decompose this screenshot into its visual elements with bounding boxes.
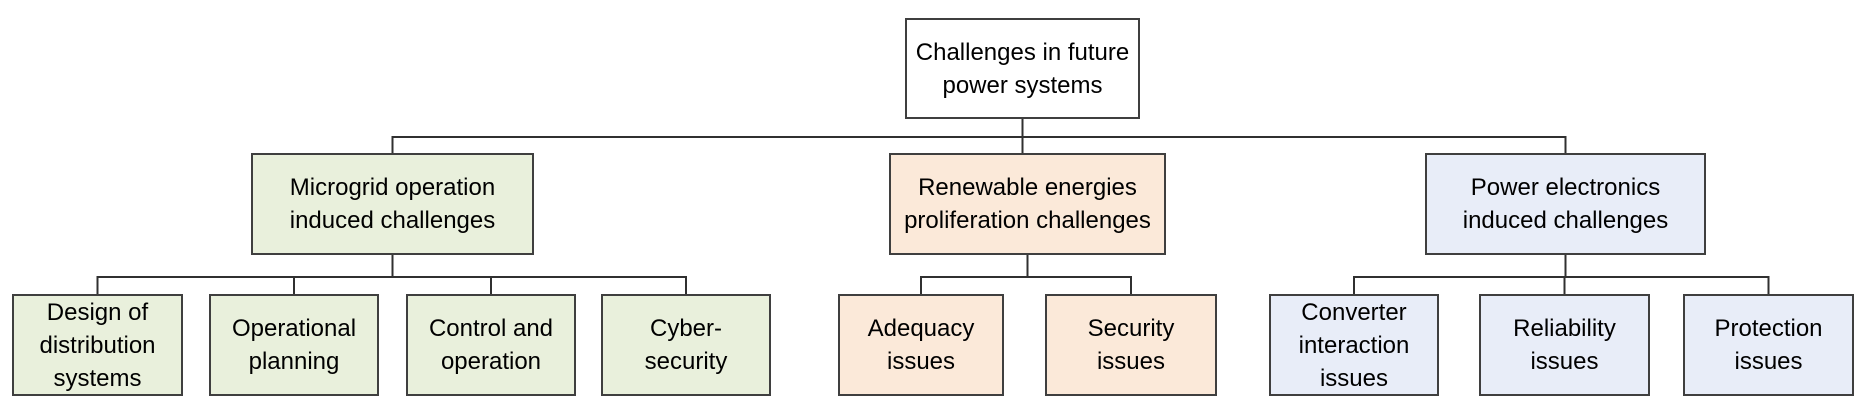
node-label: Converter interaction issues <box>1298 298 1410 392</box>
node-label: Adequacy issues <box>867 315 975 375</box>
node-root-challenges: Challenges in future power systems <box>905 18 1140 119</box>
node-microgrid-challenges: Microgrid operation induced challenges <box>251 153 534 255</box>
node-converter-interaction-issues: Converter interaction issues <box>1269 294 1439 396</box>
node-cyber-security: Cyber- security <box>601 294 771 396</box>
node-label: Reliability issues <box>1513 315 1616 375</box>
node-power-electronics-challenges: Power electronics induced challenges <box>1425 153 1706 255</box>
node-label: Renewable energies proliferation challen… <box>904 174 1151 234</box>
node-renewable-challenges: Renewable energies proliferation challen… <box>889 153 1166 255</box>
node-reliability-issues: Reliability issues <box>1479 294 1650 396</box>
node-label: Operational planning <box>231 315 357 375</box>
node-label: Control and operation <box>428 315 554 375</box>
node-label: Protection issues <box>1714 315 1823 375</box>
node-label: Design of distribution systems <box>39 298 156 392</box>
node-adequacy-issues: Adequacy issues <box>838 294 1004 396</box>
node-operational-planning: Operational planning <box>209 294 379 396</box>
node-label: Cyber- security <box>644 315 728 375</box>
node-label: Security issues <box>1087 315 1175 375</box>
node-design-distribution-systems: Design of distribution systems <box>12 294 183 396</box>
node-security-issues: Security issues <box>1045 294 1217 396</box>
node-label: Microgrid operation induced challenges <box>289 174 496 234</box>
node-label: Challenges in future power systems <box>915 38 1130 99</box>
node-label: Power electronics induced challenges <box>1462 174 1669 234</box>
node-protection-issues: Protection issues <box>1683 294 1854 396</box>
node-control-and-operation: Control and operation <box>406 294 576 396</box>
